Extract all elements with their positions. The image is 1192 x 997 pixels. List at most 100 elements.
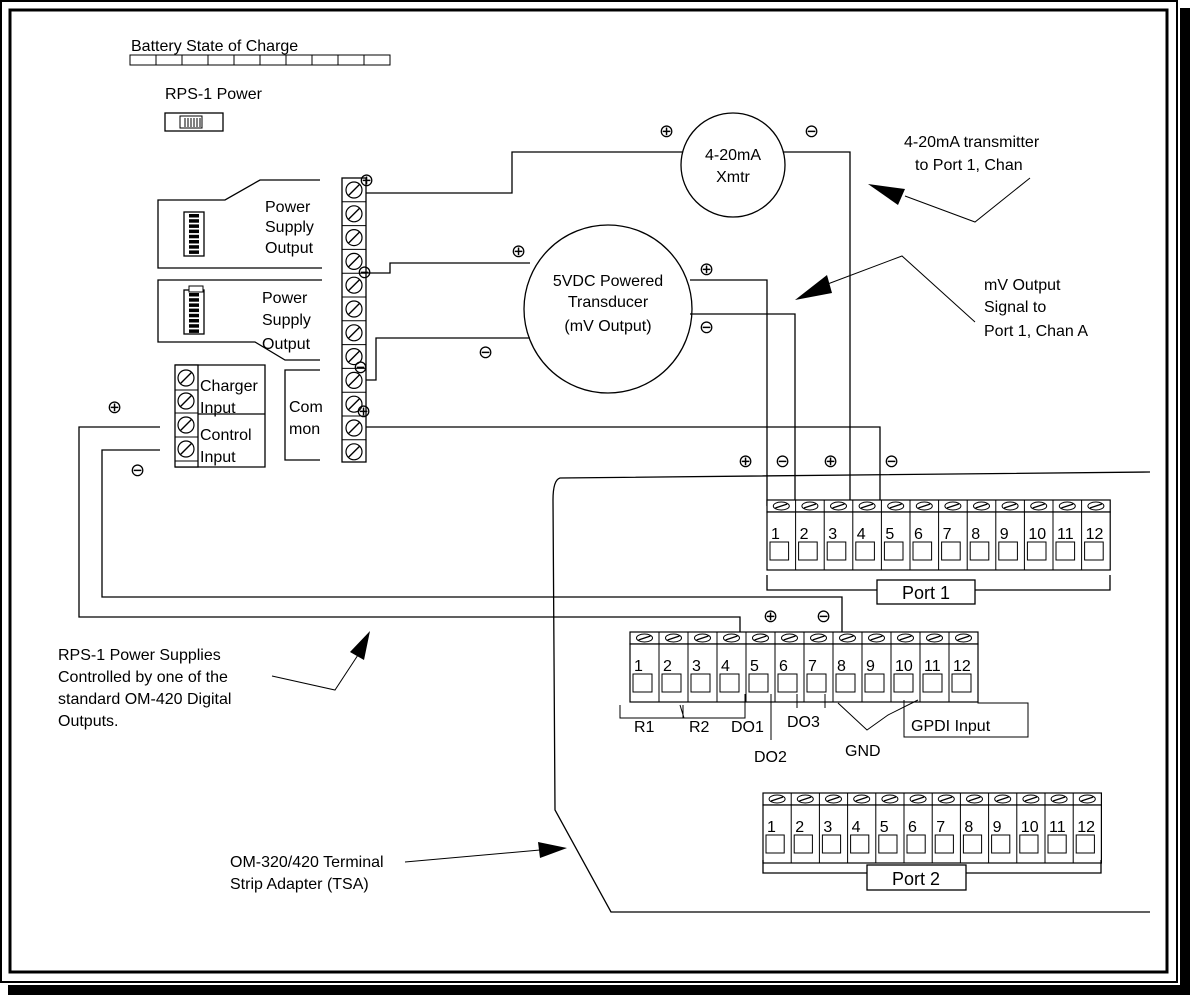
battery-label: Battery State of Charge [131,38,298,55]
do2-label: DO2 [754,749,787,766]
terminal-number: 12 [1086,526,1104,543]
wires [78,151,881,636]
power-switch[interactable] [164,112,224,132]
terminal-number: 12 [953,658,971,675]
terminal-number: 10 [1028,526,1046,543]
terminal-socket [969,541,990,561]
trans-line1: 5VDC Powered [553,273,663,290]
common-line1: Com [289,399,323,416]
screw-slot [812,635,825,641]
screw-slot [179,371,193,385]
screw-slot [975,503,988,509]
xmtr-line2: Xmtr [716,169,750,186]
terminal-number: 5 [750,658,759,675]
terminal-socket [835,673,856,693]
screw-slot [883,796,897,802]
ps1-line2: Supply [265,219,314,236]
terminal-number: 11 [1049,819,1066,836]
dip-switch-lever [189,308,199,313]
terminal-number: 9 [993,819,1002,836]
transducer: 5VDC Powered Transducer (mV Output) [523,224,693,394]
terminal-socket [1026,541,1047,561]
screw-slot [1032,503,1045,509]
charger-control-block: Charger Input Control Input [174,364,266,468]
polarity-symbols: ⊕ ⊖ ⊕ ⊕ ⊕ ⊖ ⊖ ⊖ ⊖ ⊕ ⊕ ⊖ ⊕ ⊖ ⊕ ⊖ ⊕ ⊖ [107,121,899,626]
plus-sign: ⊕ [659,121,674,141]
terminal-socket [798,541,818,561]
rps-note-line1: RPS-1 Power Supplies [58,647,221,664]
terminal-number: 5 [880,819,889,836]
ann-xmtr-line1: 4-20mA transmitter [904,134,1040,151]
terminal-number: 8 [837,658,846,675]
ps2-line1: Power [262,290,308,307]
terminal-socket [1084,541,1104,561]
terminal-socket [1055,541,1076,561]
screw-slot [347,231,361,244]
dip-switch-lever [189,229,199,234]
screw-slot [1024,796,1038,802]
screw-slot [957,635,970,641]
screw-slot [946,503,960,509]
do-brackets: R1 R2 DO1 DO3 DO2 GND GPDI Input [619,690,1029,766]
ann-mv-line1: mV Output [984,277,1061,294]
screw-slot [1089,503,1103,509]
minus-sign: ⊖ [357,262,372,282]
rps-note-line4: Outputs. [58,713,118,730]
terminal-socket [991,834,1011,854]
minus-sign: ⊖ [130,460,145,480]
screw-slot [347,302,361,316]
terminal-socket [1019,834,1039,854]
screw-slot [667,635,680,641]
minus-sign: ⊖ [884,451,899,471]
annotations: 4-20mA transmitter to Port 1, Chan mV Ou… [58,134,1088,893]
tsa-outline [552,471,1151,913]
screw-slot [1061,503,1074,509]
ps1-line3: Output [265,240,314,257]
screw-slot [899,635,912,641]
screw-slot [347,183,361,197]
screw-slot [918,503,931,509]
screw-slot [754,635,767,641]
dip-switch-lever [189,303,199,307]
terminal-number: 4 [721,658,730,675]
rps-note-line3: standard OM-420 Digital [58,691,231,708]
dip-switch-lever [189,240,199,244]
control-line1: Control [200,427,252,444]
screw-slot [1052,796,1066,802]
screw-slot [827,796,840,802]
screw-slot [996,796,1009,802]
plus-sign: ⊕ [107,397,122,417]
dip-switch-lever [189,329,199,333]
screw-slot [928,635,941,641]
screw-slot [940,796,953,802]
terminal-socket [906,834,926,854]
terminal-number: 3 [828,526,837,543]
plus-sign: ⊕ [738,451,753,471]
screw-slot [889,503,902,509]
plus-sign: ⊕ [356,401,371,421]
terminal-socket [883,541,904,561]
terminal-socket [661,673,682,693]
terminal-socket [821,834,842,854]
terminal-number: 10 [1021,819,1039,836]
plus-sign: ⊕ [823,451,838,471]
terminal-socket [826,541,847,561]
terminal-socket [951,673,972,693]
terminal-number: 9 [1000,526,1009,543]
screw-slot [179,394,193,408]
screw-slot [347,255,361,268]
screw-slot [799,796,812,802]
terminal-socket [748,673,769,693]
r2-label: R2 [689,719,710,736]
screw-slot [860,503,874,509]
minus-sign: ⊖ [816,606,831,626]
terminal-number: 5 [885,526,894,543]
terminal-number: 4 [857,526,866,543]
screw-slot [347,445,361,458]
terminal-socket [855,541,875,561]
dip-switch-lever [189,298,199,302]
terminal-socket [893,673,914,693]
terminal-number: 1 [634,658,643,675]
